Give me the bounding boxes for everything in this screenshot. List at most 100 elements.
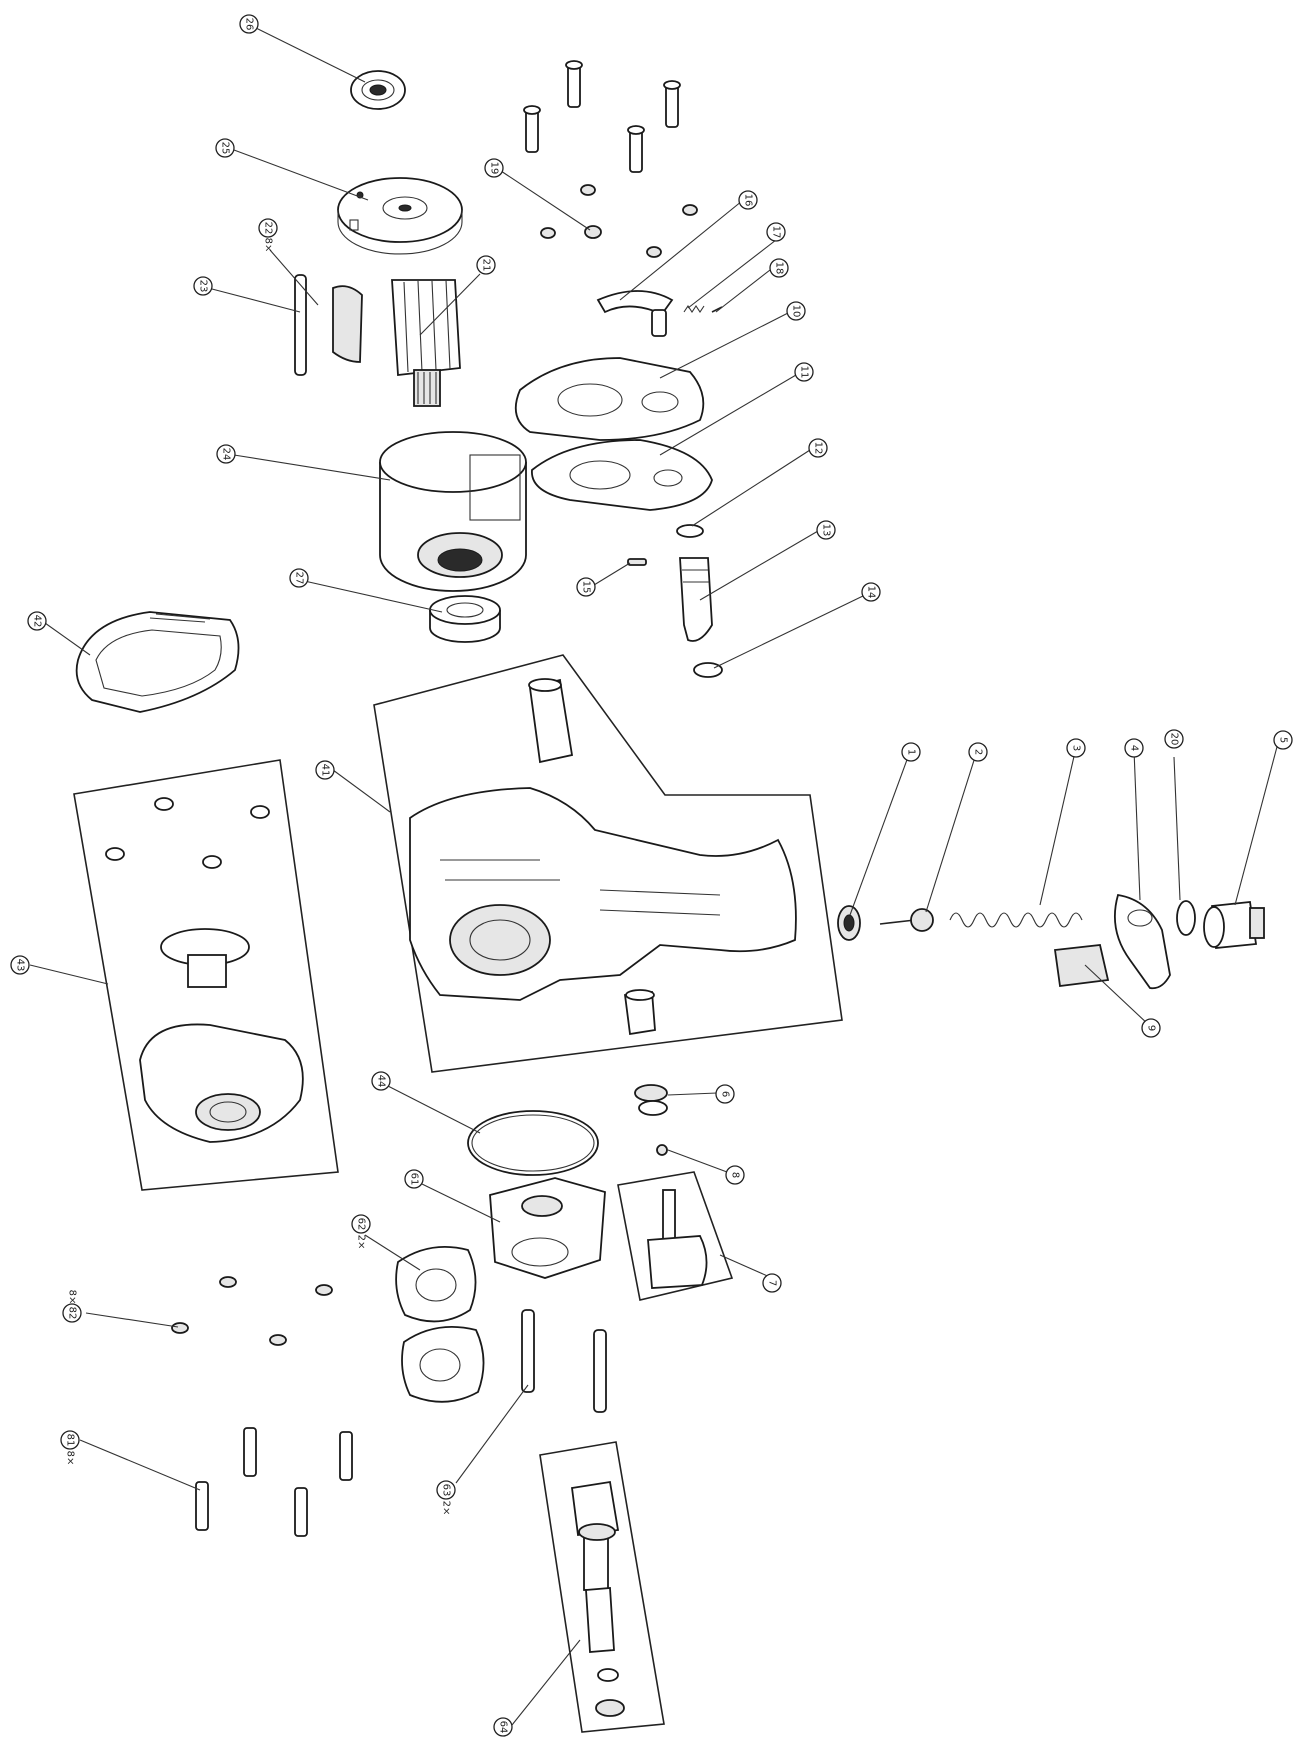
svg-text:19: 19 bbox=[489, 162, 500, 175]
part-26-bearing bbox=[350, 70, 406, 110]
callout-2: 2 bbox=[968, 742, 988, 762]
part-44-o-ring bbox=[467, 1110, 599, 1176]
callout-9: 9 bbox=[1141, 1018, 1161, 1038]
callout-16: 16 bbox=[738, 190, 758, 210]
svg-text:64: 64 bbox=[498, 1721, 509, 1734]
svg-text:26: 26 bbox=[244, 18, 255, 31]
svg-text:20: 20 bbox=[1169, 733, 1180, 746]
callout-18: 18 bbox=[769, 258, 789, 278]
callout-23: 23 bbox=[193, 276, 213, 296]
callout-17: 17 bbox=[766, 222, 786, 242]
callout-10: 10 bbox=[786, 301, 806, 321]
svg-text:2×: 2× bbox=[441, 1501, 452, 1516]
part-64-anvil-group bbox=[539, 1441, 665, 1733]
svg-text:3: 3 bbox=[1071, 745, 1082, 751]
part-2-gear bbox=[879, 908, 934, 932]
svg-text:2×: 2× bbox=[356, 1235, 367, 1250]
callout-43: 43 bbox=[10, 955, 30, 975]
part-25-end-plate bbox=[337, 177, 463, 255]
callout-3: 3 bbox=[1066, 738, 1086, 758]
part-9-pad bbox=[1053, 944, 1110, 988]
callout-1: 1 bbox=[901, 742, 921, 762]
svg-text:11: 11 bbox=[799, 366, 810, 379]
callout-19: 19 bbox=[484, 158, 504, 178]
part-5-inlet bbox=[1203, 901, 1265, 949]
svg-text:13: 13 bbox=[821, 524, 832, 537]
part-13-reverse-valve bbox=[679, 557, 713, 642]
callout-63: 632× bbox=[436, 1480, 456, 1516]
leader-lines bbox=[29, 27, 1279, 1726]
svg-text:62: 62 bbox=[356, 1218, 367, 1231]
svg-text:24: 24 bbox=[221, 448, 232, 461]
part-27-bearing bbox=[429, 595, 501, 643]
svg-text:23: 23 bbox=[198, 280, 209, 293]
callout-44: 44 bbox=[371, 1071, 391, 1091]
part-61-hammer-cage bbox=[489, 1177, 606, 1279]
svg-text:14: 14 bbox=[866, 586, 877, 599]
callout-21: 21 bbox=[476, 255, 496, 275]
part-23-pin bbox=[294, 274, 307, 376]
part-11-gasket bbox=[531, 439, 713, 511]
part-14-ring bbox=[693, 662, 723, 678]
part-82-washers bbox=[171, 1276, 333, 1346]
callout-5: 5 bbox=[1273, 730, 1293, 750]
callout-20: 20 bbox=[1164, 729, 1184, 749]
svg-text:41: 41 bbox=[320, 764, 331, 777]
callout-64: 64 bbox=[493, 1717, 513, 1737]
callout-81: 818× bbox=[60, 1430, 80, 1466]
svg-text:18: 18 bbox=[774, 262, 785, 275]
callout-14: 14 bbox=[861, 582, 881, 602]
part-43-hammer-case-group bbox=[73, 759, 339, 1191]
part-18-pin bbox=[711, 306, 723, 313]
washers-top bbox=[540, 184, 698, 258]
svg-text:82: 82 bbox=[67, 1307, 78, 1320]
part-8-ball bbox=[656, 1144, 668, 1156]
callout-12: 12 bbox=[808, 438, 828, 458]
svg-text:17: 17 bbox=[771, 226, 782, 239]
part-4-handle-cover bbox=[1113, 893, 1171, 990]
svg-text:16: 16 bbox=[743, 194, 754, 207]
svg-text:22: 22 bbox=[263, 222, 274, 235]
callout-82: 828× bbox=[62, 1290, 82, 1323]
callout-15: 15 bbox=[576, 577, 596, 597]
callout-8: 8 bbox=[725, 1165, 745, 1185]
callout-24: 24 bbox=[216, 444, 236, 464]
callout-61: 61 bbox=[404, 1169, 424, 1189]
svg-text:61: 61 bbox=[409, 1173, 420, 1186]
callout-13: 13 bbox=[816, 520, 836, 540]
part-22-vane bbox=[332, 285, 363, 363]
svg-text:42: 42 bbox=[32, 615, 43, 628]
svg-text:2: 2 bbox=[973, 749, 984, 755]
part-6-spring bbox=[634, 1084, 668, 1116]
svg-text:44: 44 bbox=[376, 1075, 387, 1088]
svg-text:5: 5 bbox=[1278, 737, 1289, 743]
part-16-valve bbox=[596, 290, 674, 337]
svg-text:6: 6 bbox=[720, 1091, 731, 1097]
svg-text:8×: 8× bbox=[65, 1451, 76, 1466]
svg-text:63: 63 bbox=[441, 1484, 452, 1497]
screws-top bbox=[523, 60, 681, 173]
callout-62: 622× bbox=[351, 1214, 371, 1250]
callout-6: 6 bbox=[715, 1084, 735, 1104]
callout-27: 27 bbox=[289, 568, 309, 588]
svg-text:8×: 8× bbox=[263, 238, 274, 253]
svg-text:10: 10 bbox=[791, 305, 802, 318]
svg-text:7: 7 bbox=[767, 1280, 778, 1286]
svg-text:4: 4 bbox=[1129, 745, 1140, 751]
svg-text:15: 15 bbox=[581, 581, 592, 594]
part-3-spring bbox=[949, 912, 1083, 928]
part-7-group bbox=[617, 1171, 734, 1301]
part-63-pins bbox=[521, 1309, 607, 1413]
callout-42: 42 bbox=[27, 611, 47, 631]
callout-41: 41 bbox=[315, 760, 335, 780]
part-81-screws bbox=[195, 1427, 353, 1537]
svg-text:8×: 8× bbox=[67, 1290, 78, 1305]
svg-text:21: 21 bbox=[481, 259, 492, 272]
svg-text:25: 25 bbox=[220, 142, 231, 155]
callout-25: 25 bbox=[215, 138, 235, 158]
svg-text:81: 81 bbox=[65, 1434, 76, 1447]
part-1-seal bbox=[837, 905, 861, 941]
svg-text:43: 43 bbox=[15, 959, 26, 972]
callout-22: 228× bbox=[258, 218, 278, 253]
